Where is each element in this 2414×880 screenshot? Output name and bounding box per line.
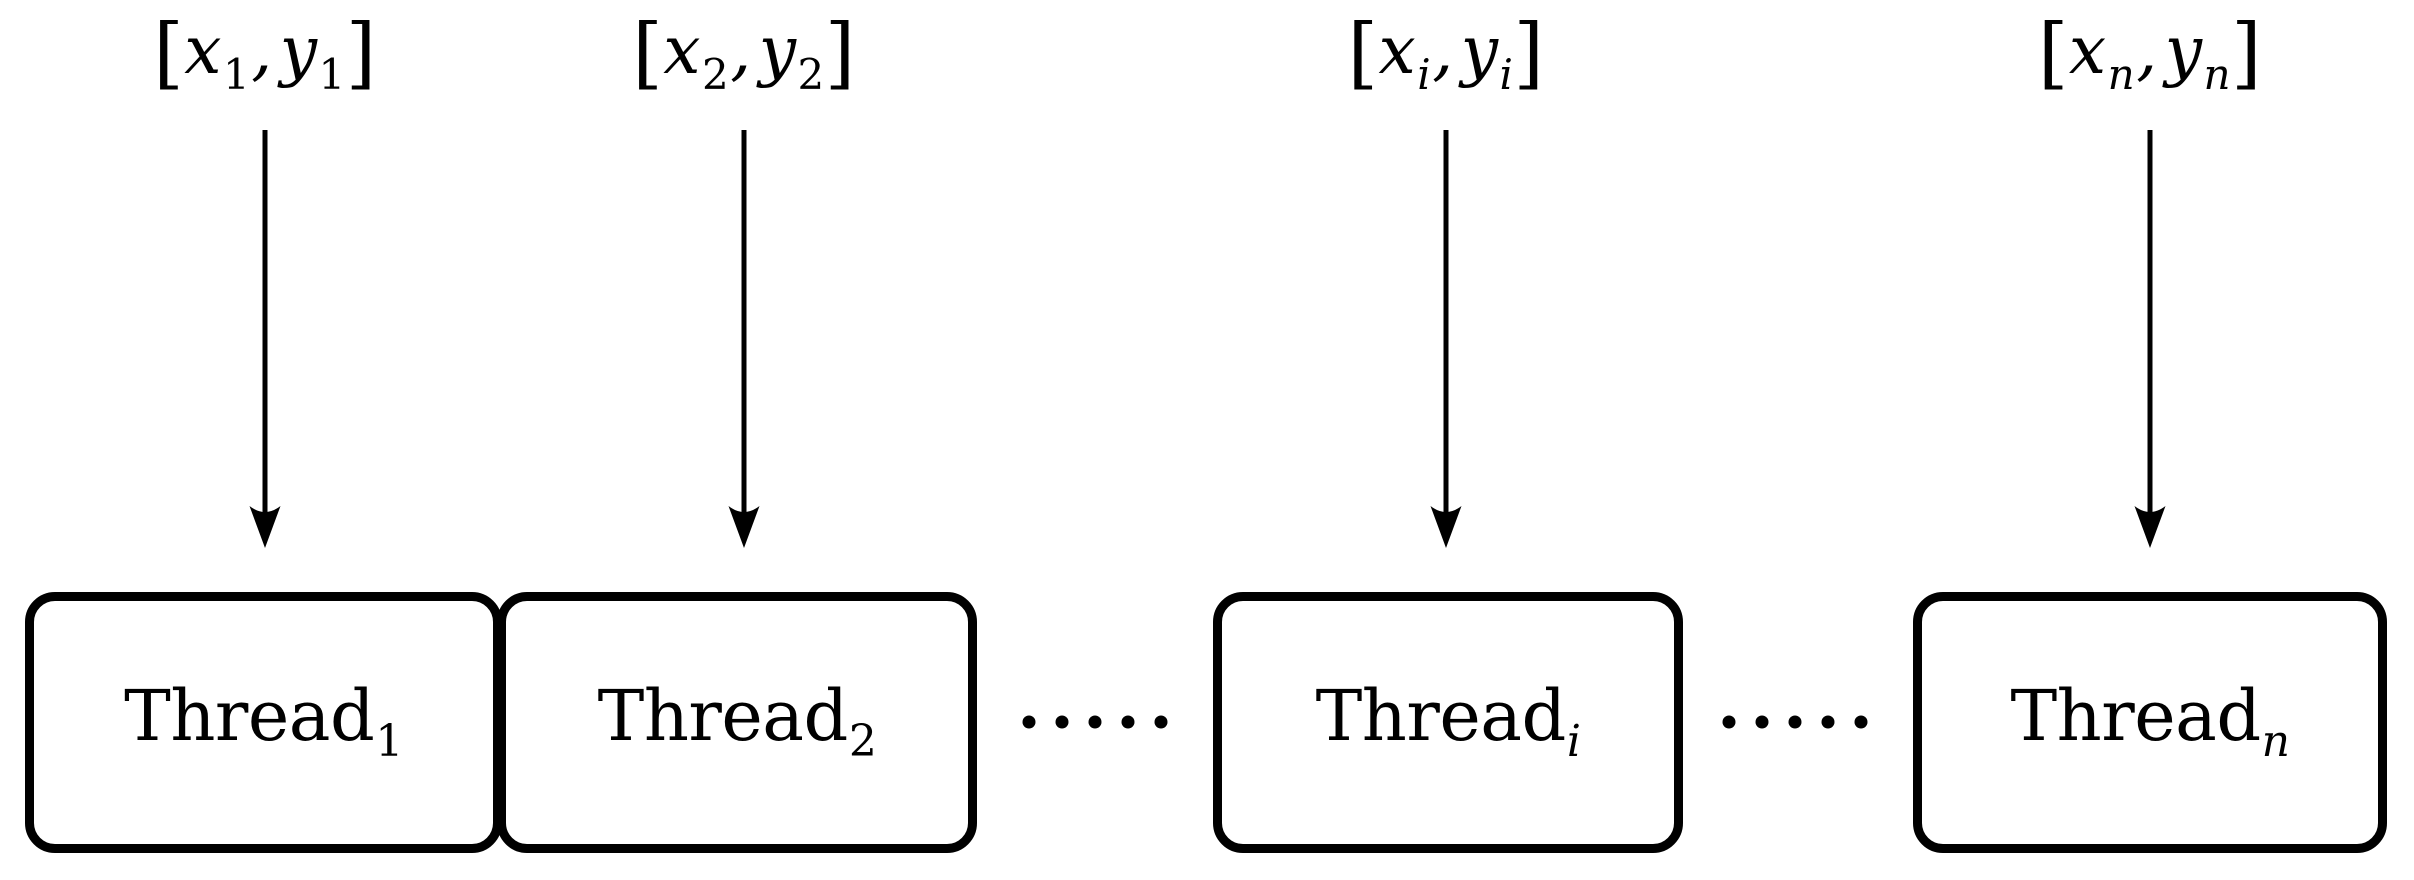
variable-y: y <box>758 12 797 89</box>
thread-subscript: 1 <box>375 716 403 767</box>
variable-x: x <box>1378 12 1417 89</box>
variable-y: y <box>1460 12 1499 89</box>
close-bracket: ] <box>2231 8 2263 98</box>
subscript-y: n <box>2203 50 2232 99</box>
thread-box-label: Thread2 <box>598 681 877 764</box>
subscript-y: i <box>1499 50 1514 99</box>
comma: , <box>730 12 752 89</box>
arrow-down-icon-1 <box>249 130 281 548</box>
thread-name: Thread <box>597 675 849 757</box>
thread-name: Thread <box>124 675 375 757</box>
ellipsis-dot <box>1722 715 1736 729</box>
open-bracket: [ <box>1347 8 1379 98</box>
close-bracket: ] <box>1513 8 1545 98</box>
thread-box-label: Thread1 <box>124 681 403 764</box>
thread-box-1[interactable]: Thread1 <box>25 592 502 853</box>
comma: , <box>251 12 273 89</box>
comma: , <box>2136 12 2158 89</box>
thread-subscript: i <box>1566 716 1581 767</box>
thread-box-label: Threadn <box>2010 681 2290 767</box>
subscript-x: 2 <box>701 50 730 99</box>
thread-subscript: 2 <box>848 716 877 767</box>
variable-y: y <box>279 12 318 89</box>
subscript-y: 2 <box>797 50 825 99</box>
ellipsis-dot <box>1088 715 1102 729</box>
thread-name: Thread <box>2010 675 2261 757</box>
subscript-x: i <box>1417 50 1432 99</box>
ellipsis-separator-1 <box>1022 715 1168 729</box>
subscript-x: n <box>2107 50 2136 99</box>
comma: , <box>1432 12 1454 89</box>
ellipsis-dot <box>1755 715 1769 729</box>
variable-x: x <box>663 12 701 89</box>
variable-y: y <box>2164 12 2203 89</box>
variable-x: x <box>2068 12 2107 89</box>
thread-box-n[interactable]: Threadn <box>1913 592 2387 853</box>
close-bracket: ] <box>345 8 377 98</box>
close-bracket: ] <box>824 8 856 98</box>
arrow-down-icon-i <box>1430 130 1462 548</box>
thread-name: Thread <box>1315 675 1567 757</box>
open-bracket: [ <box>153 8 185 98</box>
arrow-down-icon-2 <box>728 130 760 548</box>
subscript-y: 1 <box>318 50 346 99</box>
ellipsis-separator-2 <box>1722 715 1868 729</box>
ellipsis-dot <box>1121 715 1135 729</box>
ellipsis-dot <box>1154 715 1168 729</box>
subscript-x: 1 <box>222 50 251 99</box>
input-label-1: [x1,y1] <box>153 14 376 96</box>
thread-box-2[interactable]: Thread2 <box>497 592 977 853</box>
ellipsis-dot <box>1821 715 1835 729</box>
open-bracket: [ <box>2037 8 2069 98</box>
input-label-2: [x2,y2] <box>632 14 855 96</box>
ellipsis-dot <box>1788 715 1802 729</box>
ellipsis-dot <box>1055 715 1069 729</box>
open-bracket: [ <box>632 8 664 98</box>
variable-x: x <box>184 12 222 89</box>
input-label-i: [xi,yi] <box>1348 14 1545 96</box>
thread-box-i[interactable]: Threadi <box>1213 592 1683 853</box>
arrow-down-icon-n <box>2134 130 2166 548</box>
thread-box-label: Threadi <box>1316 681 1581 764</box>
thread-subscript: n <box>2261 716 2290 767</box>
input-label-n: [xn,yn] <box>2038 14 2262 96</box>
ellipsis-dot <box>1022 715 1036 729</box>
ellipsis-dot <box>1854 715 1868 729</box>
